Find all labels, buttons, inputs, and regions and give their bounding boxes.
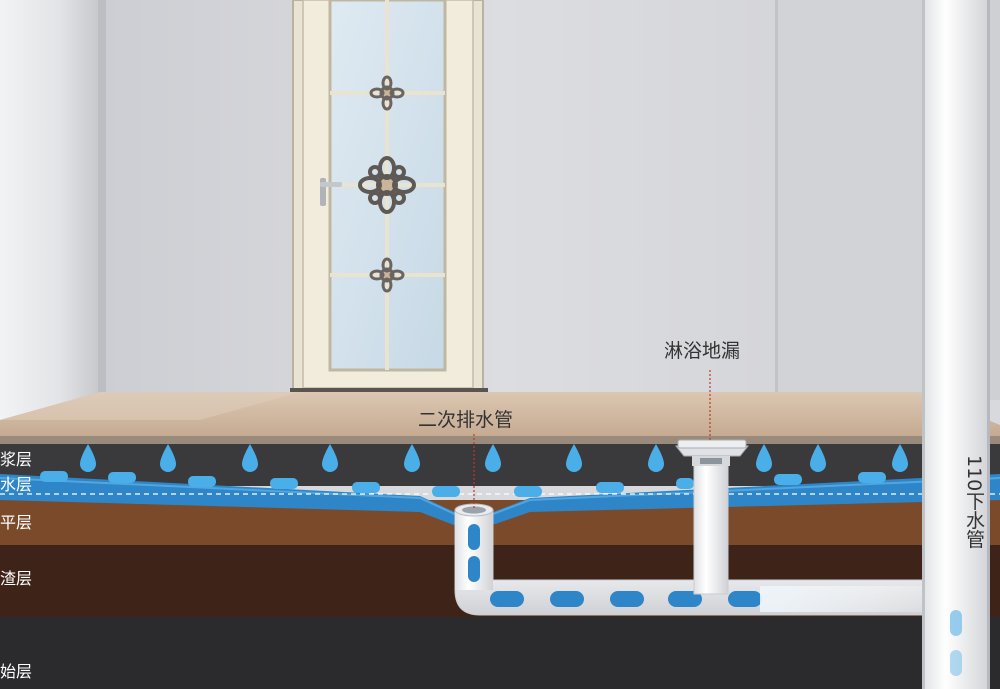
door (292, 0, 484, 393)
structural-layer (0, 617, 1000, 689)
callout-shower-drain: 淋浴地漏 (664, 340, 741, 362)
callout-secondary-drain: 二次排水管 (418, 409, 514, 431)
shower-floor-drain (674, 439, 750, 595)
layer-label-backfill: 渣层 (0, 569, 33, 588)
tile-edge (0, 436, 1000, 444)
secondary-drain-pipe (454, 503, 926, 616)
layer-label-bonding-mortar: 浆层 (0, 450, 33, 469)
leveling-layer (0, 500, 1000, 545)
layer-label-structural: 始层 (0, 662, 33, 681)
downpipe-110 (922, 0, 990, 689)
waterproof-layer (0, 474, 1000, 532)
door-ornament-middle (358, 156, 416, 214)
left-pillar (0, 0, 98, 420)
right-wall-edge (775, 0, 778, 400)
callout-downpipe: 110下水管 (963, 455, 985, 549)
door-ornament-bottom (369, 257, 405, 293)
layer-label-leveling: 平层 (0, 513, 33, 532)
left-pillar-shadow (98, 0, 106, 400)
water-droplets (80, 444, 908, 472)
door-ornament-top (369, 75, 405, 111)
layer-label-waterproof: 水层 (0, 475, 33, 494)
right-wall (775, 0, 925, 400)
